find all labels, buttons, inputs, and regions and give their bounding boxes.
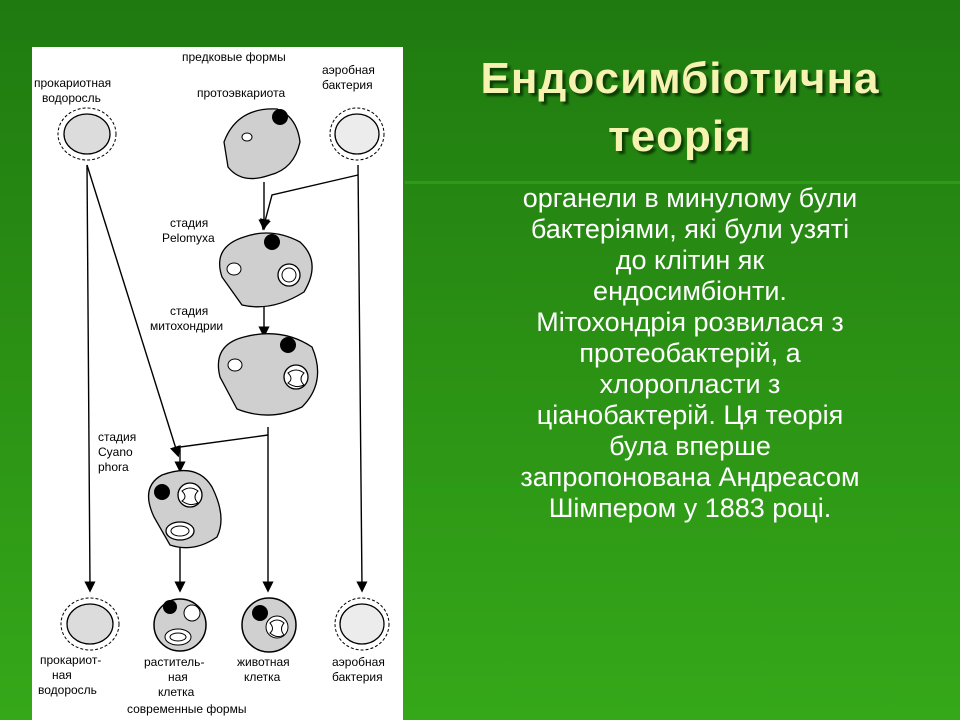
cell-aerobic-bacterium-bottom [334,597,390,651]
label-pelomyxa-1: стадия [170,216,208,230]
label-alga-top-2: водоросль [42,91,101,105]
label-bacterium-top-2: бактерия [322,78,373,92]
body-line: ціанобактерій. Ця теорія [536,400,844,430]
label-cyano-3: phora [98,460,129,474]
label-pelomyxa-2: Pelomyxa [162,231,215,245]
label-plant-2: ная [168,670,188,684]
body-line: Мітохондрія розвилася з [536,307,844,337]
endosymbiosis-diagram: предковые формы прокариотная водоросль п… [32,47,403,720]
slide-title-line2: теорія [608,112,752,161]
label-top-heading: предковые формы [182,50,286,64]
label-mito-2: митохондрии [150,319,223,333]
slide-body-text: органели в минулому були бактеріями, які… [455,183,925,524]
cell-protoeukaryote [223,108,301,180]
body-line: до клітин як [615,245,765,275]
arrow-bacterium-straight [356,164,368,593]
arrow-alga-straight [84,164,96,593]
cell-cyanophora [147,469,222,549]
arrow-bacterium-to-pelomyxa [260,174,359,231]
label-plant-1: раститель- [144,655,204,669]
body-line: органели в минулому були [522,183,858,213]
cell-animal [241,597,297,653]
body-line: запропонована Андреасом [520,462,860,492]
label-cyano-1: стадия [98,430,136,444]
body-line: ендосимбіонти. [593,276,787,306]
decor-line [405,181,960,184]
label-bacterium-bottom-2: бактерия [332,670,383,684]
label-alga-bottom-2: ная [52,668,72,682]
body-line: Шімпером у 1883 році. [548,493,832,523]
slide-title: Ендосимбіотична теорія [405,50,955,166]
label-alga-bottom-3: водоросль [38,683,97,697]
label-bacterium-top-1: аэробная [322,63,375,77]
label-cyano-2: Cyano [98,445,133,459]
label-animal-2: клетка [244,670,281,684]
label-alga-top-1: прокариотная [34,76,111,90]
cell-aerobic-bacterium-top [329,107,385,161]
cell-prokaryote-alga-top [57,107,117,161]
slide-title-line1: Ендосимбіотична [480,54,880,103]
label-bacterium-bottom-1: аэробная [332,655,385,669]
decor-line [403,488,960,491]
body-line: протеобактерій, а [579,338,801,368]
cell-pelomyxa [218,232,313,308]
label-plant-3: клетка [158,685,195,699]
label-animal-1: животная [237,655,290,669]
diagram-svg: предковые формы прокариотная водоросль п… [34,50,390,716]
arrow-mito-to-cyanophora [174,434,269,473]
label-mito-1: стадия [170,304,208,318]
cell-plant [153,598,207,652]
body-line: хлоропласти з [599,369,781,399]
arrow-alga-to-cyanophora [86,164,181,458]
label-alga-bottom-1: прокариот- [40,653,101,667]
cell-prokaryote-alga-bottom [60,597,120,651]
body-line: бактеріями, які були узяті [530,214,850,244]
cell-mitochondria-stage [217,333,319,416]
label-protoeukaryote: протоэвкариота [197,86,285,100]
label-bottom-heading: современные формы [127,702,246,716]
body-line: була вперше [609,431,771,461]
